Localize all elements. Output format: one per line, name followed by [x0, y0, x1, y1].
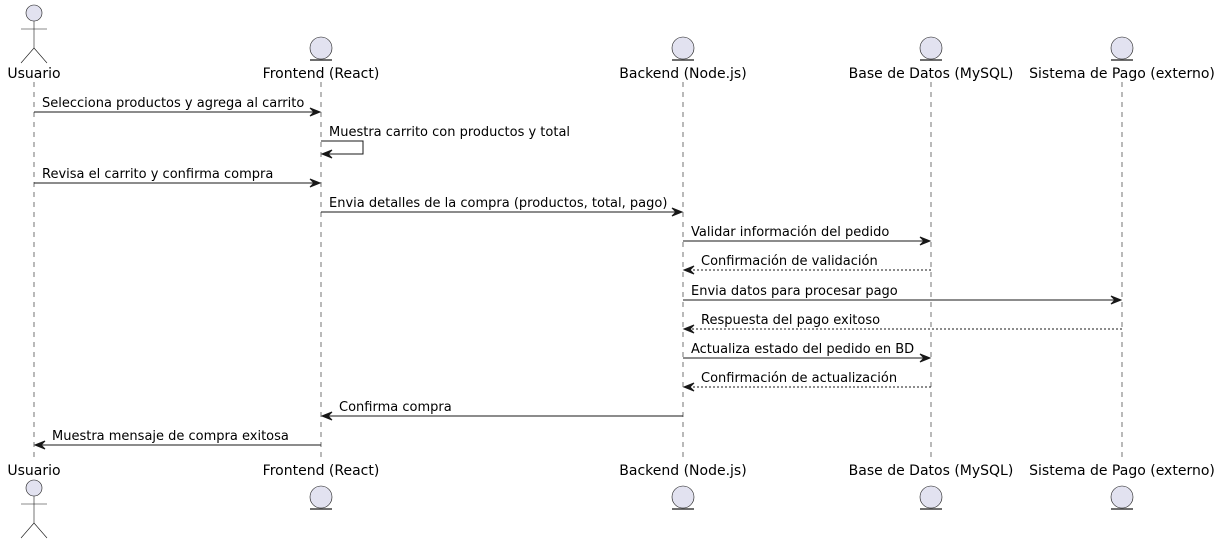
- message-12: Muestra mensaje de compra exitosa: [33, 429, 321, 450]
- participant-bottom-label-frontend: Frontend (React): [263, 463, 380, 479]
- participant-top-label-db: Base de Datos (MySQL): [849, 66, 1014, 82]
- message-label: Envia datos para procesar pago: [691, 284, 898, 299]
- message-1: Selecciona productos y agrega al carrito: [34, 96, 322, 117]
- usuario-actor-icon: [20, 4, 48, 64]
- message-label: Confirmación de actualización: [701, 371, 897, 386]
- participant-bottom-label-pago: Sistema de Pago (externo): [1029, 463, 1215, 479]
- db-entity-icon: [919, 36, 943, 61]
- participant-top-label-backend: Backend (Node.js): [619, 66, 746, 82]
- message-label: Selecciona productos y agrega al carrito: [42, 96, 304, 111]
- message-label: Revisa el carrito y confirma compra: [42, 167, 273, 182]
- message-label: Validar información del pedido: [691, 225, 889, 240]
- message-label: Muestra mensaje de compra exitosa: [52, 429, 289, 444]
- frontend-entity-icon: [309, 485, 333, 510]
- participant-top-label-pago: Sistema de Pago (externo): [1029, 66, 1215, 82]
- message-8: Respuesta del pago exitoso: [682, 313, 1122, 334]
- frontend-entity-icon: [309, 36, 333, 61]
- message-label: Muestra carrito con productos y total: [329, 125, 570, 140]
- message-9: Actualiza estado del pedido en BD: [683, 342, 932, 363]
- message-label: Actualiza estado del pedido en BD: [691, 342, 914, 357]
- pago-entity-icon: [1110, 485, 1134, 510]
- db-entity-icon: [919, 485, 943, 510]
- message-label: Envia detalles de la compra (productos, …: [329, 196, 667, 211]
- participant-bottom-label-backend: Backend (Node.js): [619, 463, 746, 479]
- message-3: Revisa el carrito y confirma compra: [34, 167, 322, 188]
- message-6: Confirmación de validación: [682, 254, 931, 275]
- message-label: Respuesta del pago exitoso: [701, 313, 880, 328]
- participant-top-label-usuario: Usuario: [7, 66, 60, 82]
- backend-entity-icon: [671, 36, 695, 61]
- participant-bottom-label-db: Base de Datos (MySQL): [849, 463, 1014, 479]
- message-2: Muestra carrito con productos y total: [320, 125, 570, 159]
- message-7: Envia datos para procesar pago: [683, 284, 1123, 305]
- message-label: Confirmación de validación: [701, 254, 878, 269]
- pago-entity-icon: [1110, 36, 1134, 61]
- participant-top-label-frontend: Frontend (React): [263, 66, 380, 82]
- backend-entity-icon: [671, 485, 695, 510]
- participant-bottom-label-usuario: Usuario: [7, 463, 60, 479]
- message-label: Confirma compra: [339, 400, 452, 415]
- message-11: Confirma compra: [320, 400, 683, 421]
- message-5: Validar información del pedido: [683, 225, 932, 246]
- usuario-actor-icon: [20, 479, 48, 539]
- message-4: Envia detalles de la compra (productos, …: [321, 196, 684, 217]
- message-10: Confirmación de actualización: [682, 371, 931, 392]
